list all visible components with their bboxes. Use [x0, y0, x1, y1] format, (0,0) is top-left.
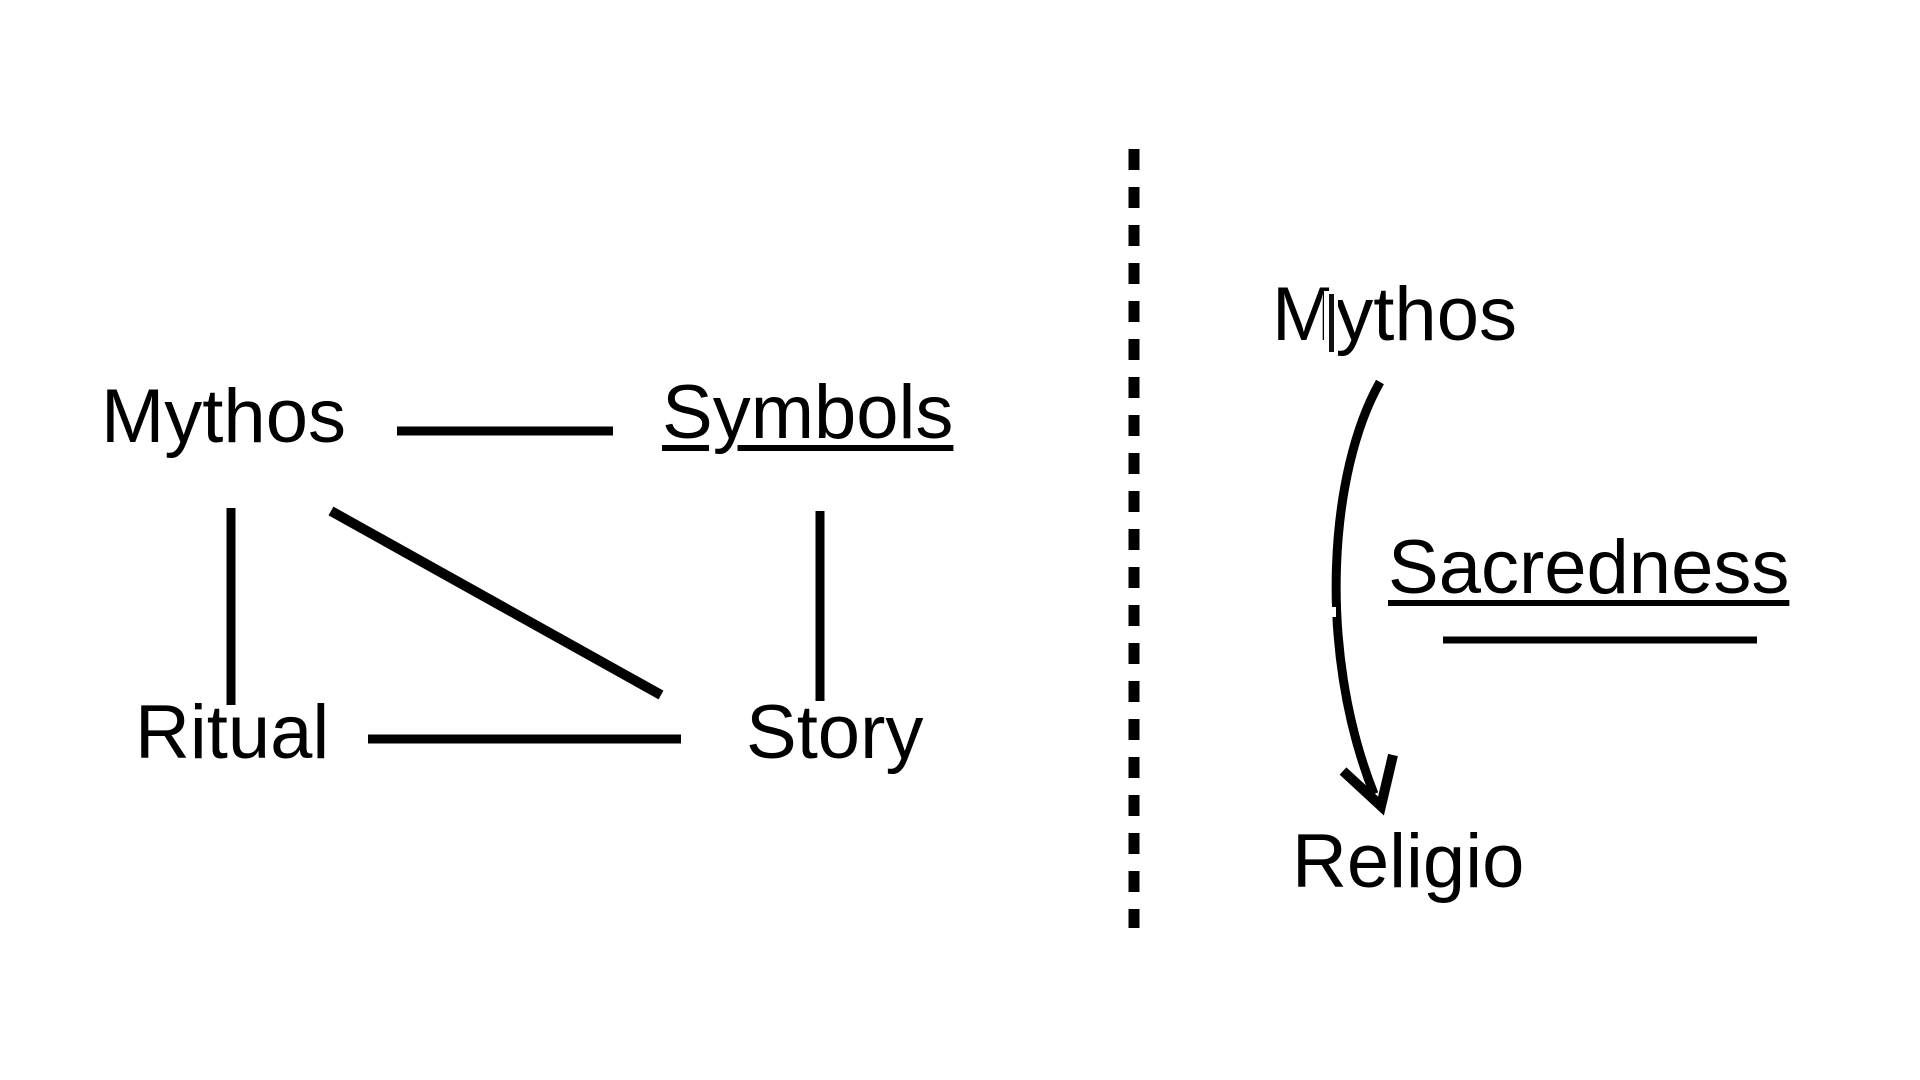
arrow-mythos-religio-head [1339, 753, 1398, 816]
edge-mythos-story [328, 506, 664, 700]
node-symbols: Symbols [662, 370, 954, 455]
node-mythos-right: Mythos [1272, 272, 1517, 357]
arrow-mythos-religio-shaft [1331, 379, 1384, 796]
node-religio: Religio [1292, 819, 1525, 904]
edge-label-sacredness: Sacredness [1388, 525, 1790, 610]
node-story: Story [746, 690, 924, 775]
node-mythos-left: Mythos [101, 374, 346, 459]
node-ritual: Ritual [135, 690, 330, 775]
cursor-artifact-on-arrow [1326, 607, 1336, 617]
text-cursor [1329, 294, 1334, 352]
